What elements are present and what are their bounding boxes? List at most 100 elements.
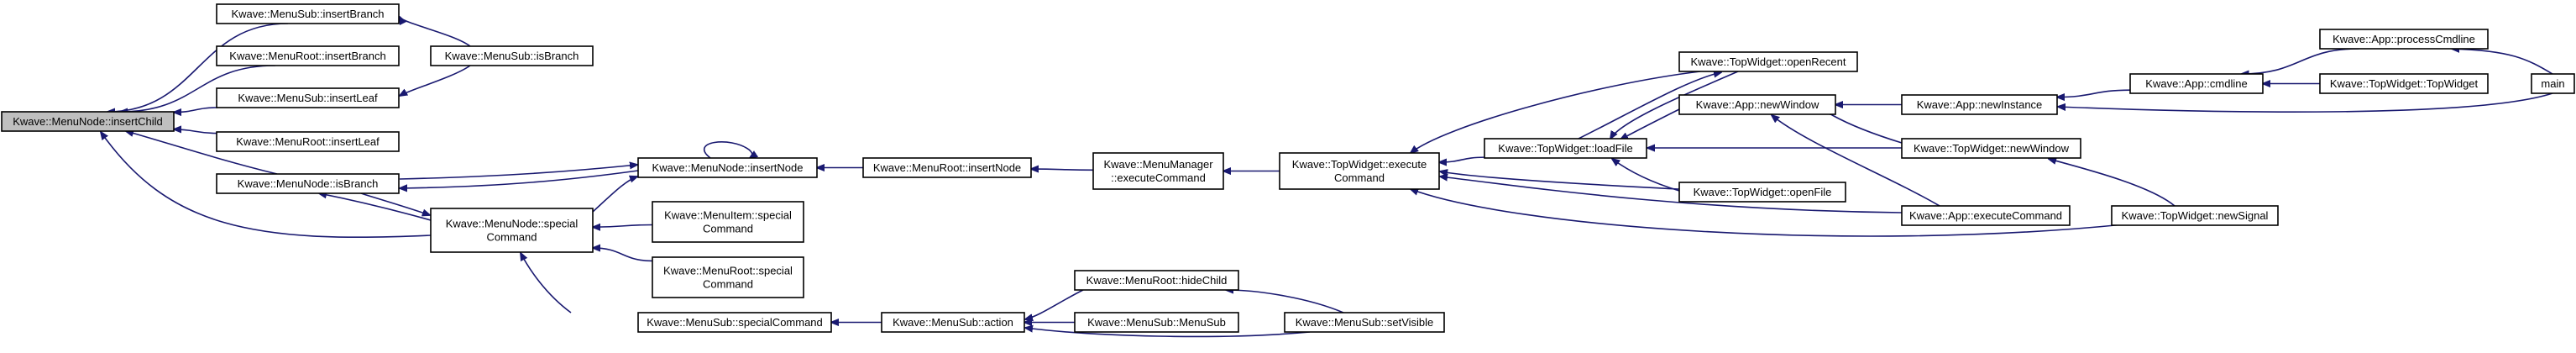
edge-tw-openfile-to-tw-loadfile	[1612, 159, 1680, 192]
node-kwave-menunode-special-command[interactable]: Kwave::MenuNode::specialCommand	[430, 208, 594, 253]
edge-root-hidechild-to-sub-action	[1025, 289, 1084, 319]
nodes-layer: Kwave::MenuNode::insertChildKwave::MenuS…	[1, 3, 2575, 333]
node-box	[862, 157, 1032, 178]
edge-sub-insertbranch-to-insertchild	[107, 23, 288, 112]
edge-mm-execute-to-root-insertnode	[1031, 169, 1094, 170]
node-kwave-app-newinstance[interactable]: Kwave::App::newInstance	[1901, 94, 2058, 115]
node-kwave-menuroot-special-command[interactable]: Kwave::MenuRoot::specialCommand	[652, 256, 804, 298]
node-kwave-topwidget-loadfile[interactable]: Kwave::TopWidget::loadFile	[1484, 138, 1647, 159]
edge-app-execute-to-app-newwindow	[1772, 115, 1940, 207]
node-label: Kwave::MenuNode::isBranch	[238, 177, 379, 190]
edge-sub-setvisible-to-root-hidechild	[1226, 290, 1344, 313]
node-label: Command	[703, 223, 753, 235]
node-kwave-menuroot-hidechild[interactable]: Kwave::MenuRoot::hideChild	[1074, 270, 1239, 291]
edge-tw-openrecent-to-tw-execute	[1411, 71, 1701, 153]
node-box	[1074, 270, 1239, 291]
edge-node-special-to-insertchild	[101, 132, 432, 239]
node-kwave-topwidget-topwidget[interactable]: Kwave::TopWidget::TopWidget	[2319, 73, 2489, 94]
node-label: Command	[1334, 171, 1385, 184]
node-kwave-menusub-insertleaf[interactable]: Kwave::MenuSub::insertLeaf	[216, 87, 400, 108]
node-box	[1678, 51, 1858, 72]
node-kwave-topwidget-newwindow[interactable]: Kwave::TopWidget::newWindow	[1901, 138, 2081, 159]
node-kwave-app-executecommand[interactable]: Kwave::App::executeCommand	[1901, 205, 2071, 226]
node-label: Kwave::MenuRoot::special	[663, 265, 793, 277]
node-label: Kwave::App::newWindow	[1696, 98, 1819, 111]
node-label: Kwave::MenuRoot::insertBranch	[229, 50, 385, 62]
edge-item-special-to-node-special	[593, 224, 653, 227]
node-box	[1678, 182, 1846, 203]
node-kwave-menusub-action[interactable]: Kwave::MenuSub::action	[881, 312, 1025, 333]
node-label: Kwave::MenuNode::special	[446, 218, 579, 230]
node-kwave-menumanager-executecommand[interactable]: Kwave::MenuManager::executeCommand	[1092, 152, 1224, 190]
node-label: ::executeCommand	[1111, 171, 1206, 184]
node-box	[2111, 205, 2279, 226]
node-label: Kwave::App::processCmdline	[2333, 33, 2475, 45]
edge-app-process-to-app-cmdline	[2242, 48, 2359, 74]
node-label: Kwave::MenuManager	[1103, 158, 1213, 171]
node-kwave-topwidget-openfile[interactable]: Kwave::TopWidget::openFile	[1678, 182, 1846, 203]
edge-node-isbranch-to-node-insertnode	[399, 165, 637, 180]
node-box	[216, 3, 400, 24]
node-box	[216, 131, 400, 152]
node-kwave-menunode-isbranch[interactable]: Kwave::MenuNode::isBranch	[216, 173, 400, 194]
node-box	[1074, 312, 1239, 333]
node-box	[1678, 94, 1836, 115]
node-label: Kwave::MenuNode::insertNode	[652, 161, 804, 174]
edge-tw-loadfile-to-tw-execute	[1439, 156, 1485, 162]
edge-sub-isbranch-to-sub-insertleaf	[400, 65, 471, 96]
node-kwave-topwidget-openrecent[interactable]: Kwave::TopWidget::openRecent	[1678, 51, 1858, 72]
node-kwave-menusub-specialcommand[interactable]: Kwave::MenuSub::specialCommand	[637, 312, 832, 333]
edge-main-to-app-newinstance	[2058, 92, 2553, 113]
node-box	[1901, 205, 2071, 226]
node-kwave-menuitem-special-command[interactable]: Kwave::MenuItem::specialCommand	[652, 201, 804, 243]
node-label: Kwave::TopWidget::newSignal	[2122, 209, 2269, 222]
node-label: Kwave::MenuSub::isBranch	[445, 50, 579, 62]
node-label: Kwave::MenuSub::action	[893, 316, 1013, 329]
node-label: Kwave::App::executeCommand	[1909, 209, 2062, 222]
edge-tw-newsignal-to-tw-newwindow	[2049, 159, 2175, 207]
edge-node-special-to-node-isbranch	[319, 193, 432, 221]
node-box	[2129, 73, 2264, 94]
edge-node-isbranch-to-insertchild	[126, 131, 278, 175]
node-label: Kwave::MenuSub::specialCommand	[647, 316, 823, 329]
node-box	[2319, 73, 2489, 94]
node-label: Command	[487, 231, 537, 244]
node-kwave-app-cmdline[interactable]: Kwave::App::cmdline	[2129, 73, 2264, 94]
node-main[interactable]: main	[2531, 73, 2575, 94]
node-box	[1, 111, 175, 132]
node-label: Kwave::MenuRoot::hideChild	[1086, 274, 1228, 287]
node-box	[2531, 73, 2575, 94]
node-kwave-menusub-menusub[interactable]: Kwave::MenuSub::MenuSub	[1074, 312, 1239, 333]
node-kwave-menuroot-insertleaf[interactable]: Kwave::MenuRoot::insertLeaf	[216, 131, 400, 152]
node-label: main	[2541, 77, 2564, 90]
node-kwave-menusub-insertbranch[interactable]: Kwave::MenuSub::insertBranch	[216, 3, 400, 24]
node-label: Kwave::TopWidget::TopWidget	[2330, 77, 2479, 90]
node-kwave-menusub-isbranch[interactable]: Kwave::MenuSub::isBranch	[430, 45, 594, 66]
edge-node-isbranch-to-node-special	[360, 192, 430, 215]
node-kwave-menunode-insertnode[interactable]: Kwave::MenuNode::insertNode	[637, 157, 818, 178]
node-kwave-topwidget-execute-command[interactable]: Kwave::TopWidget::executeCommand	[1279, 152, 1440, 190]
node-label: Kwave::App::newInstance	[1917, 98, 2043, 111]
node-label: Kwave::TopWidget::openFile	[1694, 186, 1832, 198]
edge-tw-openrecent-to-tw-loadfile	[1610, 71, 1739, 139]
node-label: Kwave::MenuNode::insertChild	[13, 115, 162, 128]
node-kwave-menuroot-insertbranch[interactable]: Kwave::MenuRoot::insertBranch	[216, 45, 400, 66]
node-kwave-app-processcmdline[interactable]: Kwave::App::processCmdline	[2319, 29, 2489, 50]
node-kwave-menuroot-insertnode[interactable]: Kwave::MenuRoot::insertNode	[862, 157, 1032, 178]
node-kwave-topwidget-newsignal[interactable]: Kwave::TopWidget::newSignal	[2111, 205, 2279, 226]
edge-app-cmdline-to-app-newinstance	[2057, 89, 2131, 97]
node-box	[430, 208, 594, 253]
node-box	[2319, 29, 2489, 50]
node-kwave-menusub-setvisible[interactable]: Kwave::MenuSub::setVisible	[1284, 312, 1445, 333]
edge-root-insertleaf-to-insertchild	[174, 129, 217, 134]
node-box	[1484, 138, 1647, 159]
edge-tw-loadfile-to-tw-openrecent	[1578, 72, 1721, 140]
edge-app-execute-to-tw-execute	[1440, 176, 1903, 213]
node-label: Kwave::MenuSub::insertBranch	[231, 8, 384, 20]
node-kwave-menunode-insertchild[interactable]: Kwave::MenuNode::insertChild	[1, 111, 175, 132]
node-box	[881, 312, 1025, 333]
edge-tw-newwindow-to-app-newwindow	[1830, 114, 1903, 144]
node-box	[216, 45, 400, 66]
node-kwave-app-newwindow[interactable]: Kwave::App::newWindow	[1678, 94, 1836, 115]
